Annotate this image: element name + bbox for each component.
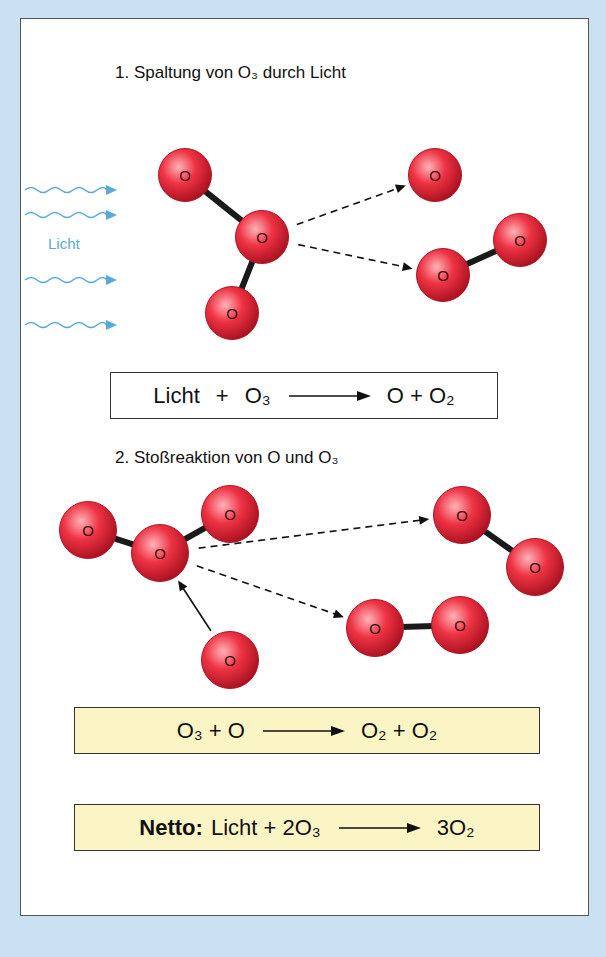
chemical-bond [465, 250, 498, 265]
atom-circle [206, 287, 259, 340]
chemical-bond [113, 538, 135, 545]
equation-text: Licht [153, 383, 199, 409]
reaction-arrow [261, 724, 345, 738]
motion-arrow [298, 245, 412, 271]
atom-circle [347, 600, 404, 657]
bond-line [465, 250, 498, 265]
chemical-bond [483, 530, 514, 552]
oxygen-atom: O [416, 248, 470, 302]
chemical-bond [204, 190, 244, 222]
oxygen-atom: O [431, 596, 489, 654]
reaction-arrow [287, 389, 371, 403]
atom-circle [507, 539, 564, 596]
atom-symbol: O [456, 507, 468, 524]
arrow-head [402, 262, 413, 271]
chemical-bond [183, 527, 208, 541]
arrow-head [331, 726, 345, 736]
motion-arrow [297, 185, 406, 225]
atom-symbol: O [179, 167, 191, 184]
atom-symbol: O [226, 305, 238, 322]
atom-symbol: O [429, 167, 441, 184]
oxygen-atom: O [346, 599, 404, 657]
oxygen-atom: O [201, 631, 259, 689]
reaction-arrow [337, 821, 421, 835]
oxygen-atom: O [235, 210, 289, 264]
oxygen-atom: O [506, 538, 564, 596]
atom-circle [202, 486, 259, 543]
bond-line [401, 626, 434, 627]
arrow-shaft [339, 827, 411, 829]
equation-text: + [216, 383, 229, 409]
oxygen-atom: O [493, 213, 547, 267]
section-heading: 1. Spaltung von O₃ durch Licht [115, 63, 346, 83]
oxygen-atom: O [205, 286, 259, 340]
light-label: Licht [48, 235, 80, 252]
atom-circle [202, 632, 259, 689]
atom-circle [60, 502, 117, 559]
oxygen-atom: O [433, 486, 491, 544]
motion-arrow [178, 581, 211, 631]
arrow-line [298, 245, 405, 267]
bond-line [483, 530, 514, 552]
arrow-head [178, 581, 187, 592]
equation-text: Netto: [139, 815, 203, 841]
arrow-shaft [289, 395, 361, 397]
arrow-line [197, 566, 336, 615]
atom-circle [409, 149, 462, 202]
section-heading: 2. Stoßreaktion von O und O₃ [115, 448, 338, 468]
chemical-bond [401, 626, 434, 627]
atom-circle [432, 597, 489, 654]
motion-arrow [197, 566, 344, 618]
oxygen-atom: O [158, 148, 212, 202]
equation-text: O + O₂ [387, 383, 455, 409]
equation-text: O₂ + O₂ [361, 718, 437, 744]
equation-text: Licht + 2O₃ [211, 815, 321, 841]
oxygen-atom: O [408, 148, 462, 202]
atom-circle [434, 487, 491, 544]
arrow-head [333, 610, 344, 618]
atom-symbol: O [256, 229, 268, 246]
arrow-head [407, 823, 421, 833]
arrow-shaft [263, 730, 335, 732]
bond-line [241, 259, 253, 290]
equation-text: 3O₂ [437, 815, 475, 841]
arrow-line [182, 587, 210, 630]
atom-circle [159, 149, 212, 202]
oxygen-atom: O [131, 524, 189, 582]
atom-symbol: O [514, 232, 526, 249]
atom-circle [494, 214, 547, 267]
atom-symbol: O [82, 522, 94, 539]
arrow-line [297, 188, 398, 224]
equation-box: Licht + O₃ O + O₂ [110, 372, 498, 419]
equation-box: Netto: Licht + 2O₃ 3O₂ [74, 804, 540, 851]
atom-circle [417, 249, 470, 302]
bond-line [204, 190, 244, 222]
bond-line [113, 538, 135, 545]
atom-symbol: O [224, 652, 236, 669]
atom-symbol: O [224, 506, 236, 523]
oxygen-atom: O [59, 501, 117, 559]
atom-symbol: O [454, 617, 466, 634]
atom-symbol: O [154, 545, 166, 562]
atom-circle [236, 211, 289, 264]
atom-symbol: O [369, 620, 381, 637]
bond-line [183, 527, 208, 541]
equation-text: O₃ [245, 383, 271, 409]
atom-symbol: O [437, 267, 449, 284]
atom-symbol: O [529, 559, 541, 576]
arrow-head [395, 185, 406, 193]
equation-text: O₃ + O [177, 718, 245, 744]
arrow-head [419, 516, 429, 525]
equation-box: O₃ + O O₂ + O₂ [74, 707, 540, 754]
chemical-bond [241, 259, 253, 290]
atom-circle [132, 525, 189, 582]
oxygen-atom: O [201, 485, 259, 543]
arrow-head [357, 391, 371, 401]
